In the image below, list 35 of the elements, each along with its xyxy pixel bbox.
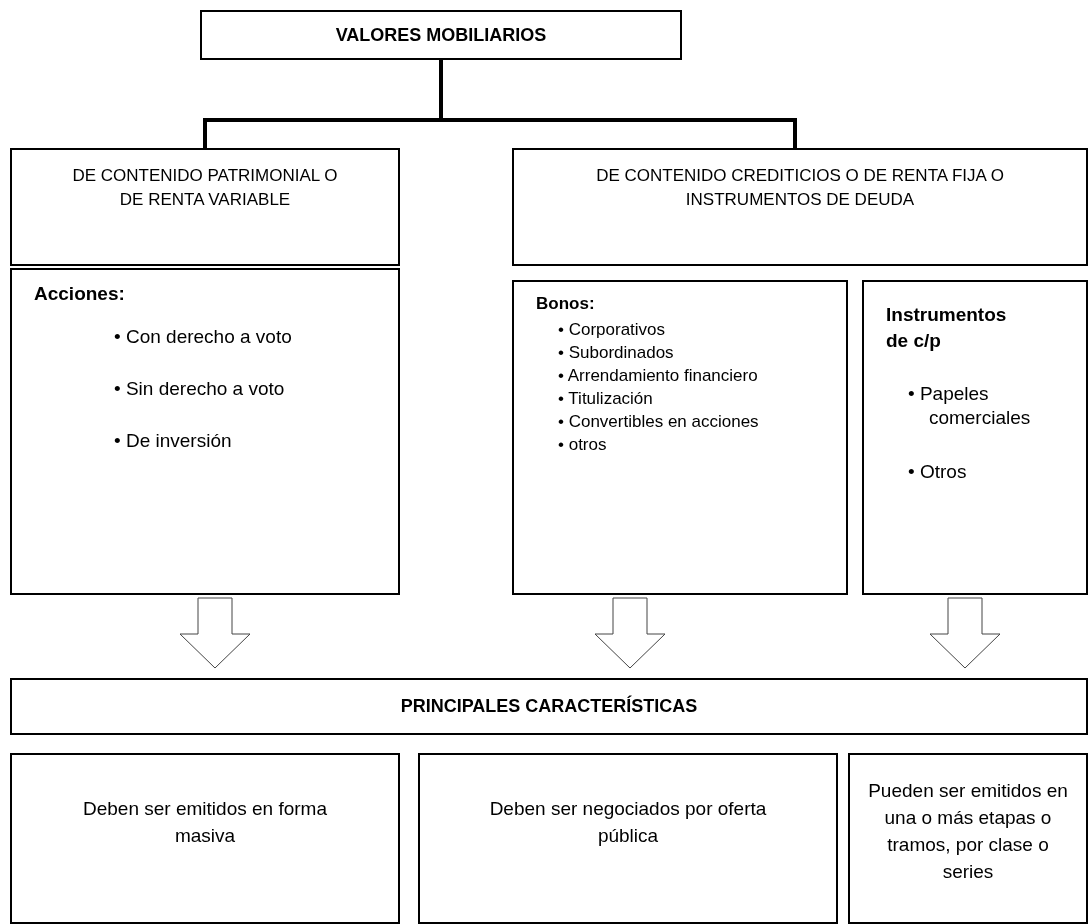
instrument-box	[10, 268, 400, 595]
heading-text: VALORES MOBILIARIOS	[335, 24, 547, 46]
category-title: DE CONTENIDO PATRIMONIAL O DE RENTA VARIABLE	[71, 165, 339, 211]
list-item: • Con derecho a voto	[114, 325, 293, 349]
list-heading: Instrumentos de c/p	[886, 303, 1008, 353]
instrument-box	[862, 280, 1088, 595]
list-item: • otros	[558, 434, 608, 456]
list-item: • Subordinados	[558, 342, 675, 364]
title-box	[200, 10, 682, 60]
list-item: • Convertibles en acciones	[558, 411, 760, 433]
heading-text: PRINCIPALES CARACTERÍSTICAS	[400, 696, 698, 717]
category-title: DE CONTENIDO CREDITICIOS O DE RENTA FIJA O INSTRUMENTOS DE DEUDA	[595, 165, 1005, 211]
block-arrow	[929, 597, 1001, 669]
category-box	[512, 148, 1088, 266]
list-item: • Titulización	[558, 388, 654, 410]
list-item: • Sin derecho a voto	[114, 377, 286, 401]
list-heading: Bonos:	[536, 293, 596, 315]
list-item: • Corporativos	[558, 319, 667, 341]
characteristic-text: Pueden ser emitidos en una o más etapas o tramos, por clase o series	[867, 779, 1069, 884]
list-item: • De inversión	[114, 429, 233, 453]
characteristic-box	[848, 753, 1088, 924]
section-header-box	[10, 678, 1088, 735]
connector-line	[439, 60, 797, 148]
characteristic-text: Deben ser emitidos en forma masiva	[82, 797, 328, 848]
characteristic-box	[418, 753, 838, 924]
list-item: • Arrendamiento financiero	[558, 365, 759, 387]
category-box	[10, 148, 400, 266]
list-heading: Acciones:	[34, 282, 126, 306]
block-arrow	[594, 597, 666, 669]
instrument-box	[512, 280, 848, 595]
characteristic-box	[10, 753, 400, 924]
list-item: • Otros	[908, 460, 968, 484]
characteristic-text: Deben ser negociados por oferta pública	[488, 797, 768, 848]
block-arrow	[179, 597, 251, 669]
list-item: • Papeles comerciales	[908, 382, 1032, 430]
